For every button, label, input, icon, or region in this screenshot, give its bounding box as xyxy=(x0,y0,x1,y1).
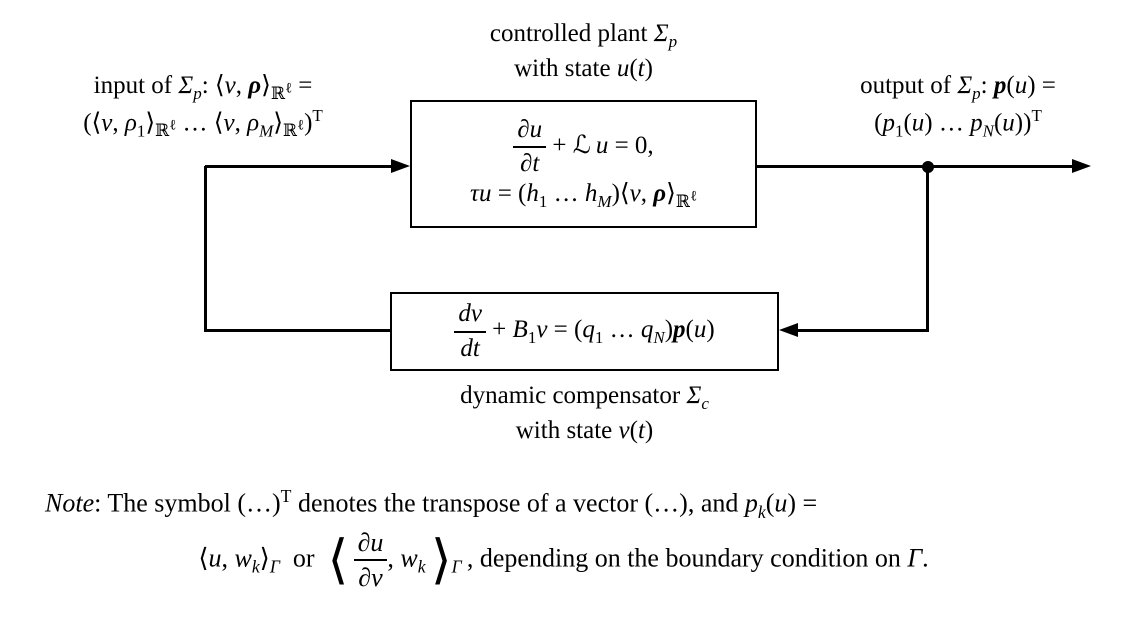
compensator-input-line xyxy=(798,329,929,332)
compensator-input-arrowhead-icon xyxy=(779,323,798,337)
plant-output-label: output of Σp: p(u) = (p1(u) … pN(u))T xyxy=(793,70,1123,142)
plant-equation-1: ∂u∂t + ℒ u = 0, xyxy=(513,116,654,179)
system-output-arrowhead-icon xyxy=(1072,159,1091,173)
plant-caption-line2: with state u(t) xyxy=(514,54,653,82)
compensator-caption-line2: with state v(t) xyxy=(515,416,654,444)
plant-output-label-line2: (p1(u) … pN(u))T xyxy=(874,105,1042,141)
compensator-output-line xyxy=(204,329,390,332)
plant-output-line xyxy=(757,165,1073,168)
plant-input-label-line2: (⟨v, ρ1⟩ℝℓ … ⟨v, ρM⟩ℝℓ)T xyxy=(83,105,323,141)
plant-output-label-line1: output of Σp: p(u) = xyxy=(860,72,1056,103)
plant-input-label-line1: input of Σp: ⟨v, ρ⟩ℝℓ = xyxy=(93,72,313,103)
note-line1: Note: The symbol (…)T denotes the transp… xyxy=(45,486,818,522)
plant-caption-line1: controlled plant Σp xyxy=(489,20,678,51)
plant-input-label: input of Σp: ⟨v, ρ⟩ℝℓ = (⟨v, ρ1⟩ℝℓ … ⟨v,… xyxy=(12,70,394,142)
plant-input-arrowhead-icon xyxy=(391,159,410,173)
plant-input-line xyxy=(205,165,392,168)
feedback-right-vertical-line xyxy=(926,167,929,332)
plant-block: ∂u∂t + ℒ u = 0, τu = (h1 … hM)⟨v, ρ⟩ℝℓ xyxy=(410,100,757,228)
compensator-caption-line1: dynamic compensator Σc xyxy=(460,382,709,413)
note-line2: ⟨u, wk⟩Γ or ⟨ ∂u∂ν, wk ⟩Γ , depending on… xyxy=(198,528,929,593)
plant-caption: controlled plant Σp with state u(t) xyxy=(410,18,757,85)
plant-equation-2: τu = (h1 … hM)⟨v, ρ⟩ℝℓ xyxy=(470,180,697,212)
compensator-caption: dynamic compensator Σc with state v(t) xyxy=(390,380,779,447)
feedback-left-vertical-line xyxy=(204,166,207,332)
